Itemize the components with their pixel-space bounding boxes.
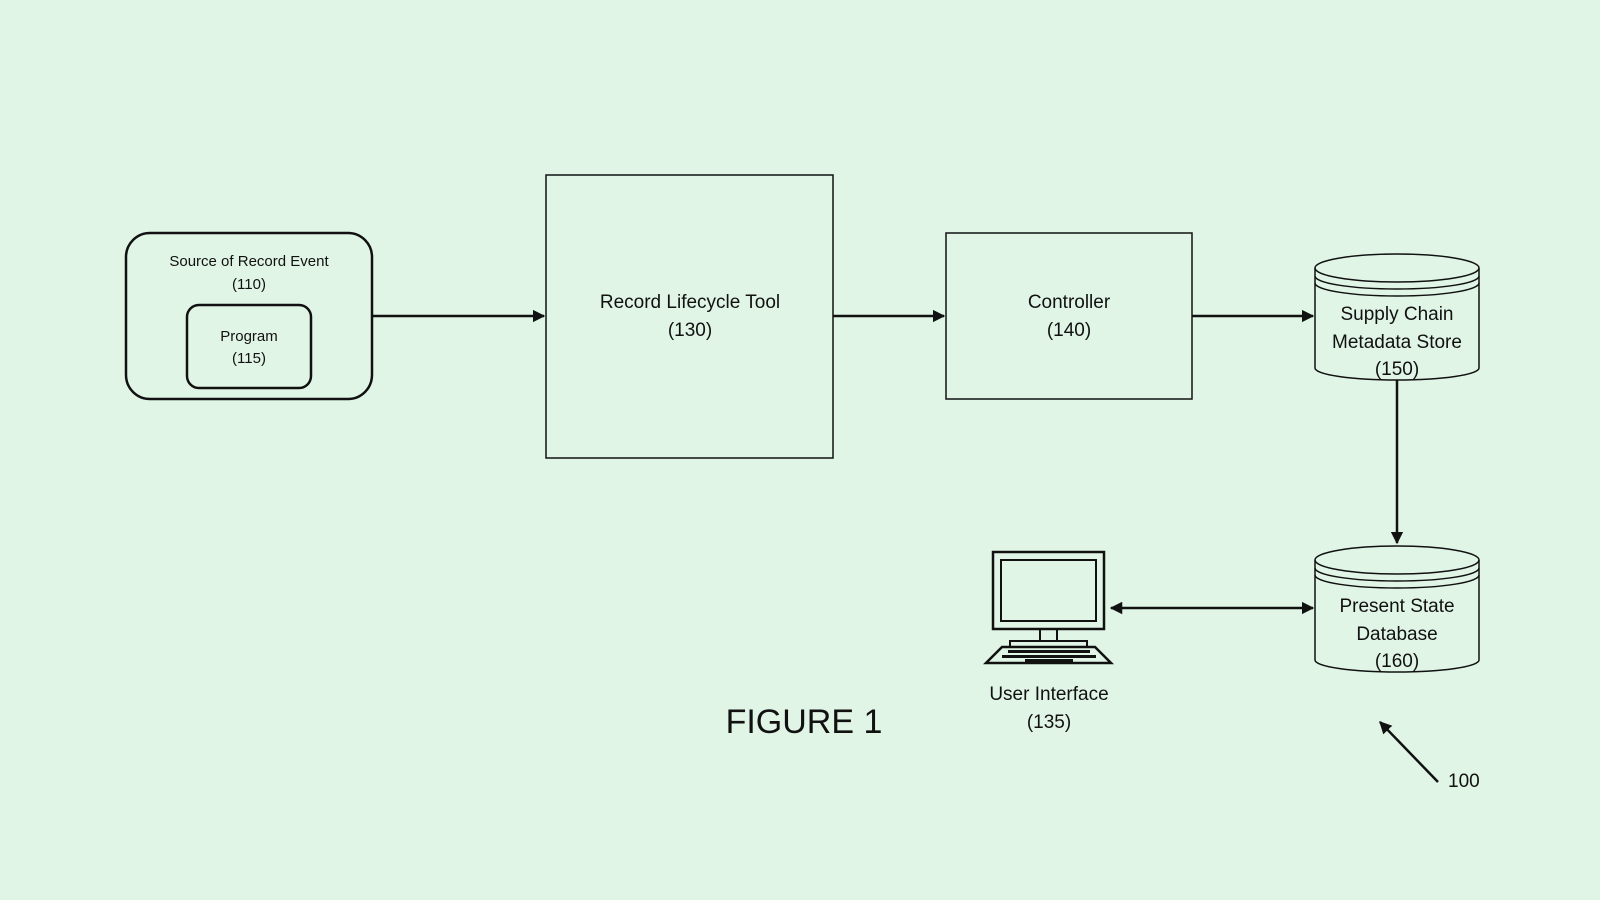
lifecycle-label: Record Lifecycle Tool bbox=[600, 292, 780, 313]
source-label: Source of Record Event bbox=[169, 253, 329, 270]
metadata-store-label-1: Supply Chain bbox=[1340, 304, 1453, 325]
controller-label: Controller bbox=[1028, 292, 1111, 313]
lifecycle-number: (130) bbox=[668, 320, 712, 341]
program-node: Program (115) bbox=[185, 303, 313, 390]
user-interface-label: User Interface bbox=[989, 684, 1108, 705]
metadata-store-label-2: Metadata Store bbox=[1332, 332, 1462, 353]
reference-number: 100 bbox=[1448, 771, 1480, 792]
program-number: (115) bbox=[232, 350, 266, 367]
metadata-store-number: (150) bbox=[1375, 359, 1419, 380]
present-state-database-cylinder: Present State Database (160) bbox=[1314, 545, 1480, 673]
program-label: Program bbox=[220, 328, 278, 345]
present-state-number: (160) bbox=[1375, 651, 1419, 672]
source-number: (110) bbox=[232, 276, 266, 293]
source-of-record-event-node: Source of Record Event (110) bbox=[124, 231, 374, 401]
figure-label: FIGURE 1 bbox=[726, 703, 883, 741]
present-state-label-2: Database bbox=[1356, 624, 1437, 645]
user-interface-number: (135) bbox=[1027, 712, 1071, 733]
computer-icon bbox=[982, 550, 1115, 665]
present-state-label-1: Present State bbox=[1339, 596, 1454, 617]
record-lifecycle-tool-node: Record Lifecycle Tool (130) bbox=[545, 174, 834, 459]
keyboard-keys bbox=[1002, 650, 1096, 662]
controller-number: (140) bbox=[1047, 320, 1091, 341]
metadata-store-cylinder: Supply Chain Metadata Store (150) bbox=[1314, 253, 1480, 381]
reference-arrow bbox=[1379, 721, 1439, 783]
